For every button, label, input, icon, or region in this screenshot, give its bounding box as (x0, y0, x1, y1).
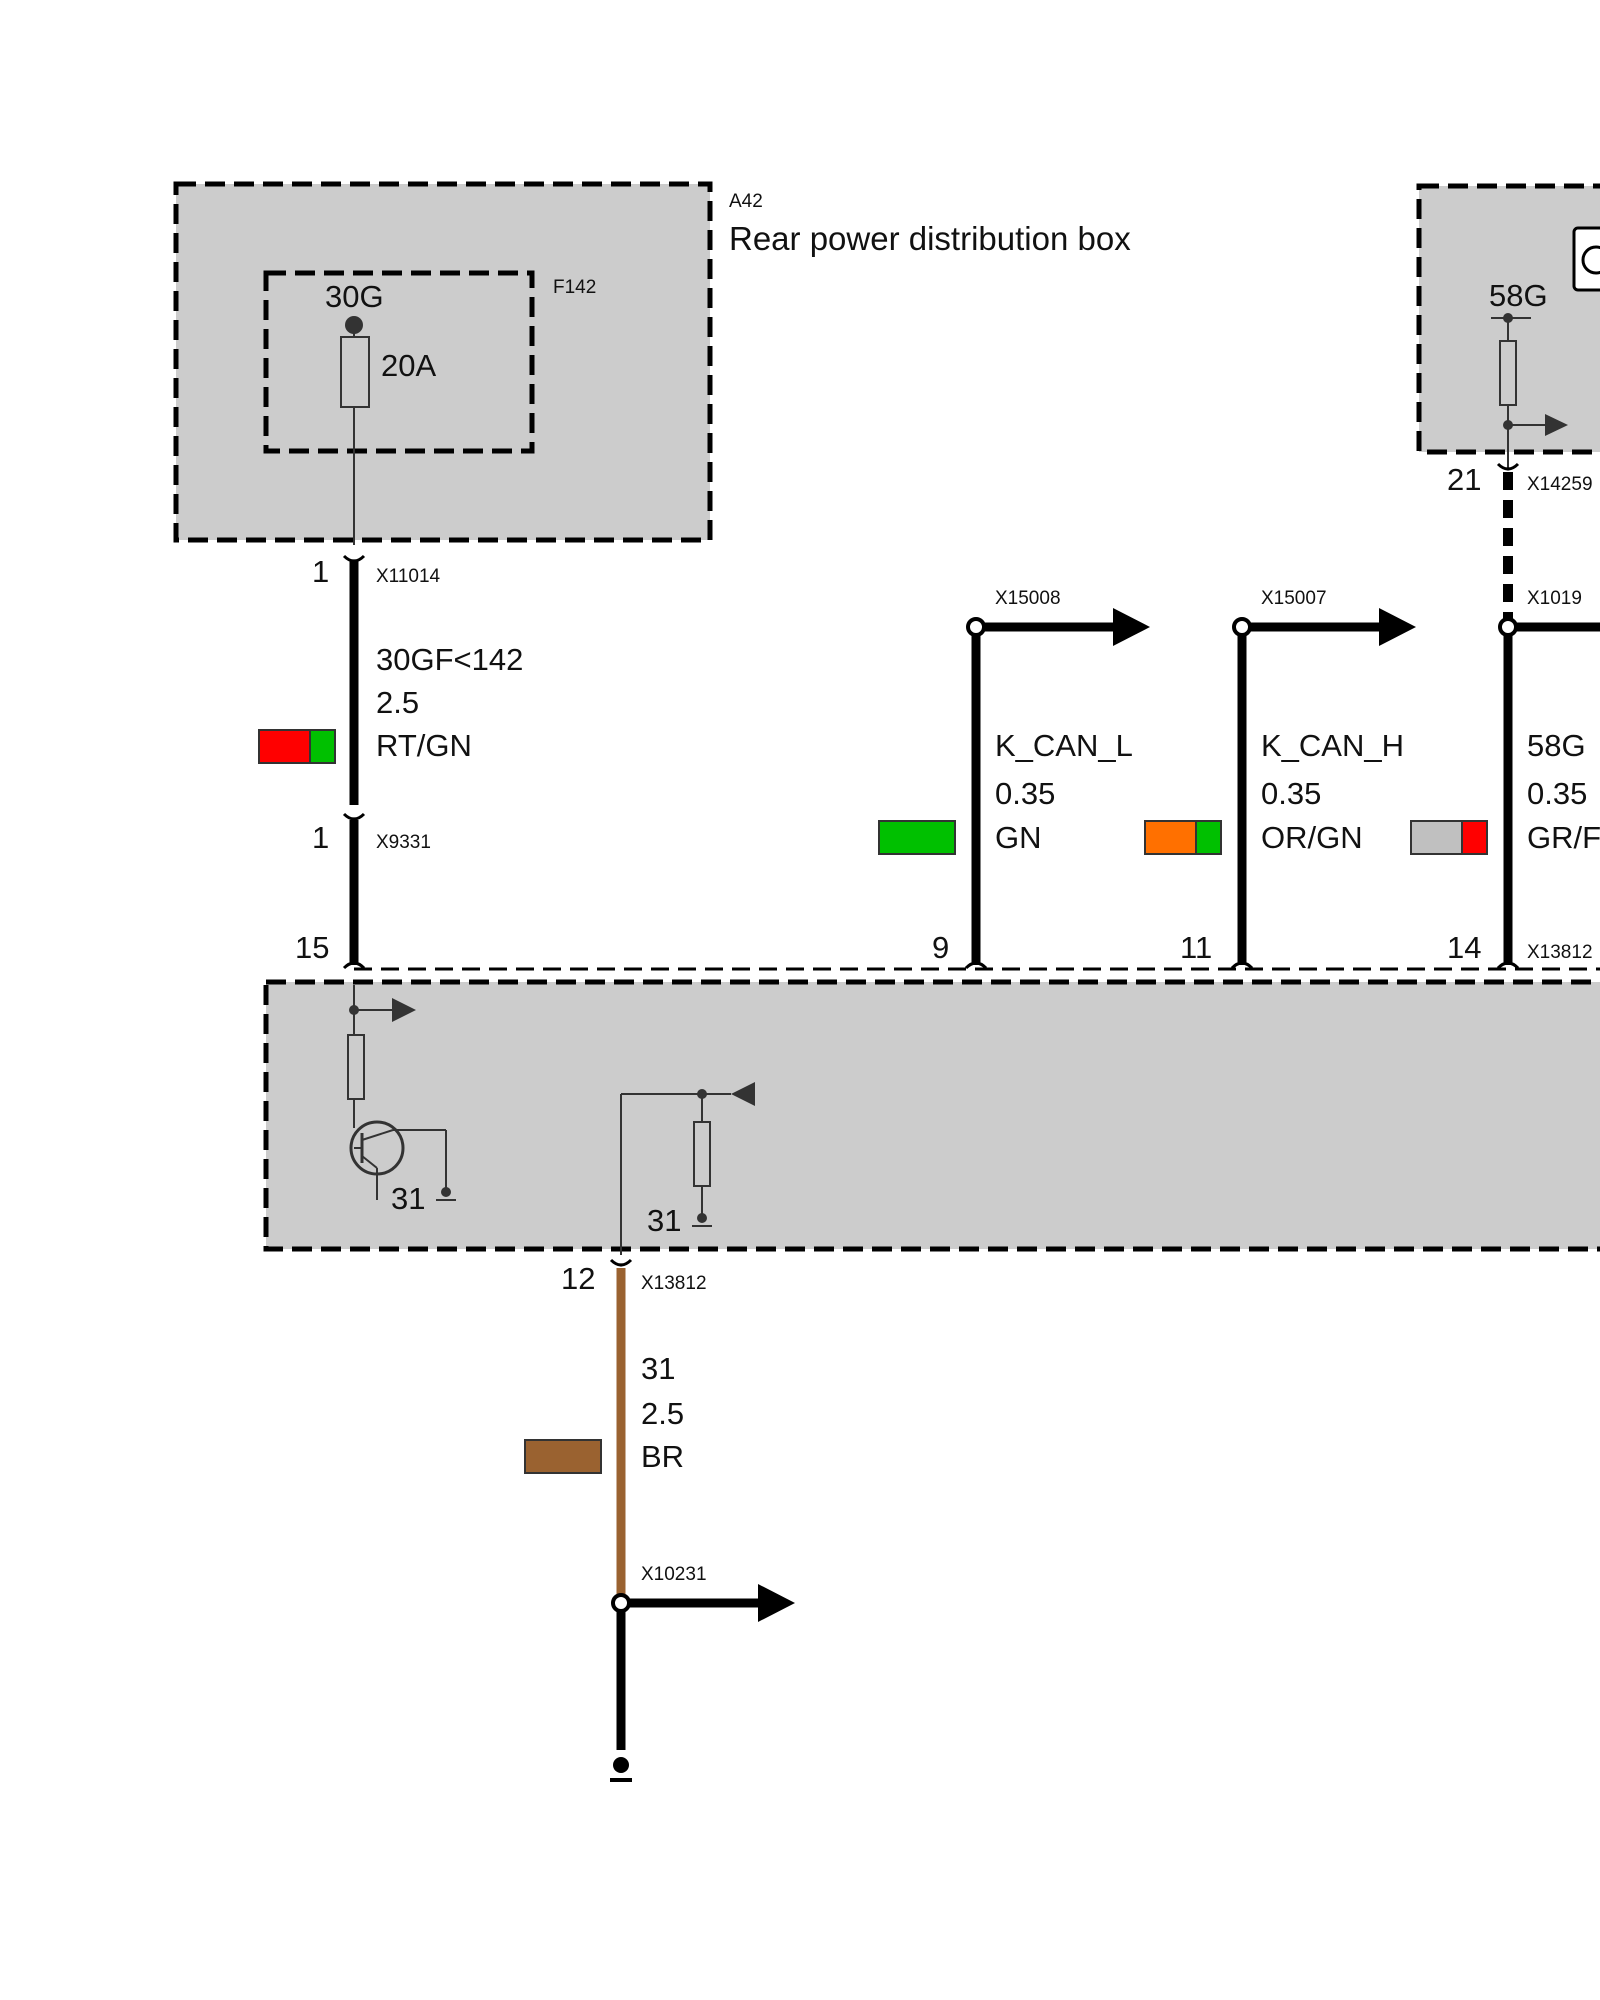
module-name-label: Rear power distribution box (729, 220, 1131, 257)
arrow-icon (731, 1082, 755, 1106)
wire-color-swatch (258, 729, 336, 764)
wire-gauge-label: 2.5 (641, 1396, 684, 1431)
connector-id: X11014 (376, 566, 441, 587)
connector-id: X10231 (641, 1564, 707, 1585)
fuse-terminal-label: 30G (325, 279, 384, 314)
wire-color-swatch (524, 1439, 602, 1474)
wire-gauge-label: 0.35 (1527, 776, 1587, 811)
arrow-icon (1545, 414, 1568, 436)
right-module-terminal-label: 58G (1489, 278, 1548, 313)
component-icon (1572, 226, 1600, 292)
wire-color-label: OR/GN (1261, 820, 1363, 855)
connector-id: X13812 (641, 1273, 707, 1294)
arrow-icon (392, 998, 416, 1022)
wire-signal-label: K_CAN_H (1261, 728, 1404, 763)
ground-label: 31 (391, 1181, 425, 1216)
fuse-rating-label: 20A (381, 348, 436, 383)
wire-color-label: RT/GN (376, 728, 472, 763)
arrow-icon (1113, 608, 1150, 646)
wire-k-can-h (1230, 608, 1416, 970)
wire-gauge-label: 0.35 (995, 776, 1055, 811)
resistor-symbol (1499, 340, 1517, 406)
connector-id: X14259 (1527, 474, 1593, 495)
resistor-symbol (693, 1121, 711, 1187)
connector-id: X9331 (376, 832, 431, 853)
rear-power-distribution-box: 30G 20A (173, 181, 713, 545)
control-module: 31 31 (263, 979, 1600, 1255)
wire-30gf (342, 554, 366, 970)
fuse-symbol (340, 336, 370, 408)
connector-id: X1019 (1527, 588, 1582, 609)
wire-color-label: GN (995, 820, 1042, 855)
component-icon-circle (1581, 245, 1600, 275)
connector-id: X15008 (995, 588, 1061, 609)
wire-58g (1496, 462, 1600, 970)
wire-k-can-l (964, 608, 1150, 970)
connector-pin: 9 (932, 930, 949, 965)
connector-pin: 15 (295, 930, 329, 965)
arrow-icon (758, 1584, 795, 1622)
wire-end-dot (613, 1757, 629, 1773)
connector-pin: 12 (561, 1261, 595, 1296)
wire-color-swatch (1144, 820, 1222, 855)
connector-pin: 11 (1180, 930, 1212, 965)
fuse-id-label: F142 (553, 277, 596, 298)
wire-signal-label: 58G (1527, 728, 1586, 763)
wire-31-ground (609, 1258, 795, 1782)
connector-pin: 1 (312, 554, 329, 589)
wire-signal-label: K_CAN_L (995, 728, 1133, 763)
wire-color-swatch (878, 820, 956, 855)
arrow-icon (1379, 608, 1416, 646)
ground-label: 31 (647, 1203, 681, 1238)
wire-signal-label: 30GF<142 (376, 642, 523, 677)
connector-id: X15007 (1261, 588, 1327, 609)
wire-gauge-label: 0.35 (1261, 776, 1321, 811)
resistor-symbol (347, 1034, 365, 1100)
connector-pin: 21 (1447, 462, 1481, 497)
fuse-box-outline (263, 270, 535, 454)
wire-color-label: BR (641, 1439, 684, 1474)
module-id-a42: A42 (729, 191, 763, 212)
connector-pin: 14 (1447, 930, 1481, 965)
wire-color-label: GR/F (1527, 820, 1600, 855)
right-module: 58G (1416, 183, 1600, 470)
connector-id: X13812 (1527, 942, 1593, 963)
wire-signal-label: 31 (641, 1351, 675, 1386)
wire-color-swatch (1410, 820, 1488, 855)
wire-gauge-label: 2.5 (376, 685, 419, 720)
connector-pin: 1 (312, 820, 329, 855)
